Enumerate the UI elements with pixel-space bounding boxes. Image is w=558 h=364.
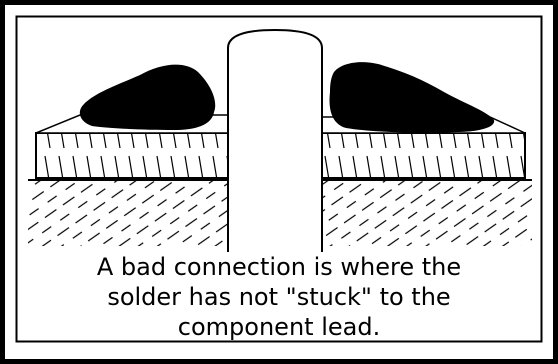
component-lead	[227, 28, 323, 252]
diagram-inner-border	[15, 15, 543, 343]
caption-line-2: solder has not "stuck" to the	[107, 283, 451, 311]
solder-blob-left	[79, 64, 216, 130]
solder-blob-right	[329, 62, 495, 133]
caption-line-3: component lead.	[177, 313, 381, 341]
circuit-board-right	[322, 180, 532, 246]
caption: A bad connection is where the solder has…	[40, 252, 518, 342]
copper-pad-left	[35, 132, 229, 179]
copper-pad-right	[321, 132, 526, 179]
circuit-board-left	[28, 180, 228, 246]
caption-line-1: A bad connection is where the	[96, 253, 462, 281]
